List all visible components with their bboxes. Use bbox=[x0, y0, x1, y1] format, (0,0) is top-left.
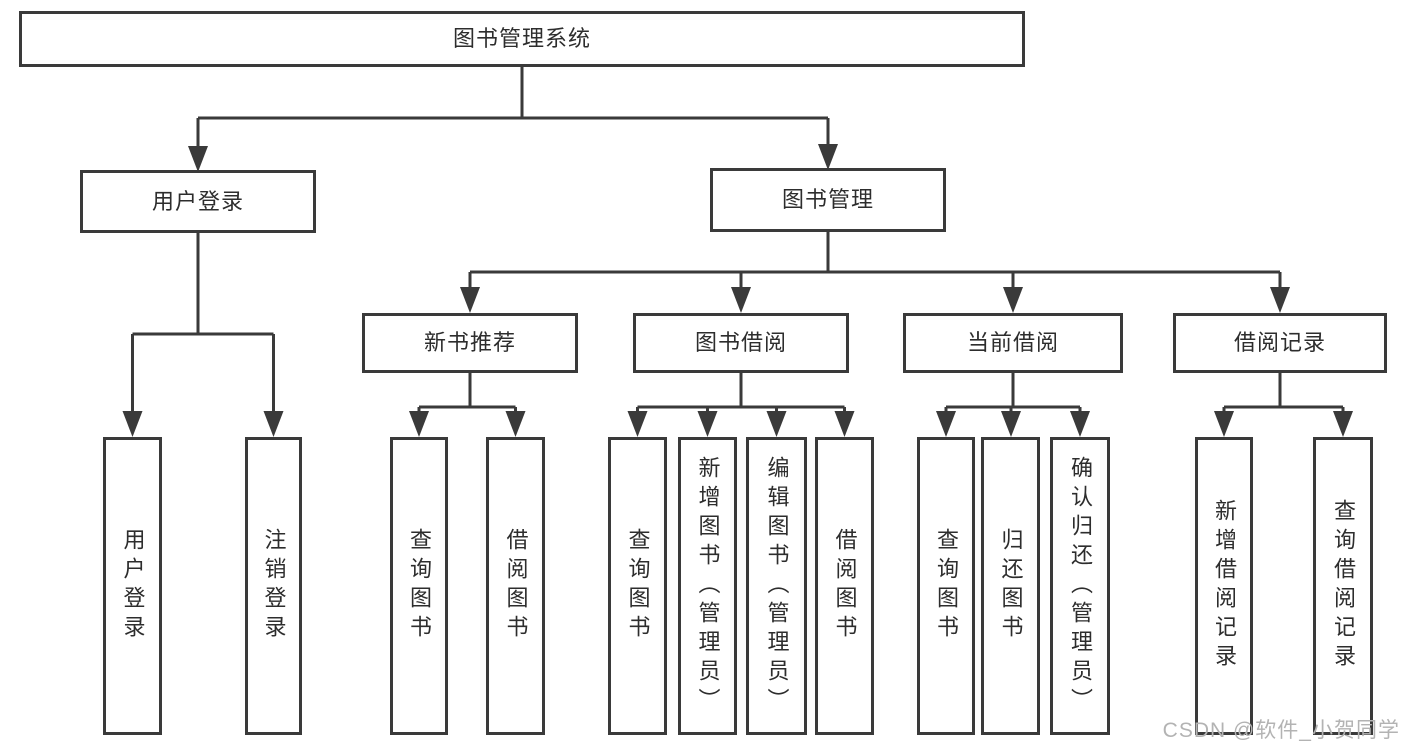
leaf-borrow-book-label: 借阅图书 bbox=[832, 528, 858, 644]
node-borrow-record-label: 借阅记录 bbox=[1233, 330, 1326, 355]
leaf-edit-book-admin-label: 编辑图书（管理员） bbox=[764, 455, 790, 717]
node-borrow-record: 借阅记录 bbox=[1173, 313, 1387, 373]
node-root-label: 图书管理系统 bbox=[452, 26, 591, 51]
leaf-recommend-query-book: 查询图书 bbox=[390, 437, 448, 735]
leaf-return-book: 归还图书 bbox=[981, 437, 1040, 735]
leaf-confirm-return-admin-label: 确认归还（管理员） bbox=[1068, 455, 1093, 717]
node-user-login: 用户登录 bbox=[80, 170, 316, 233]
node-book-management-label: 图书管理 bbox=[781, 187, 874, 212]
node-current-borrow: 当前借阅 bbox=[903, 313, 1123, 373]
node-new-book-recommend-label: 新书推荐 bbox=[423, 330, 516, 355]
leaf-recommend-query-book-label: 查询图书 bbox=[407, 528, 432, 644]
leaf-add-borrow-record: 新增借阅记录 bbox=[1195, 437, 1253, 735]
node-new-book-recommend: 新书推荐 bbox=[362, 313, 578, 373]
node-root-system: 图书管理系统 bbox=[19, 11, 1025, 67]
leaf-confirm-return-admin: 确认归还（管理员） bbox=[1050, 437, 1110, 735]
leaf-logout: 注销登录 bbox=[245, 437, 302, 735]
leaf-query-borrow-record: 查询借阅记录 bbox=[1313, 437, 1373, 735]
node-book-management: 图书管理 bbox=[710, 168, 946, 232]
leaf-add-book-admin-label: 新增图书（管理员） bbox=[695, 455, 721, 717]
leaf-return-book-label: 归还图书 bbox=[998, 528, 1024, 644]
leaf-add-book-admin: 新增图书（管理员） bbox=[678, 437, 737, 735]
node-current-borrow-label: 当前借阅 bbox=[966, 330, 1059, 355]
leaf-user-login: 用户登录 bbox=[103, 437, 162, 735]
leaf-borrow-query-book-label: 查询图书 bbox=[625, 528, 651, 644]
node-user-login-label: 用户登录 bbox=[151, 188, 244, 214]
node-book-borrow: 图书借阅 bbox=[633, 313, 849, 373]
leaf-current-query-book-label: 查询图书 bbox=[934, 528, 959, 644]
leaf-add-borrow-record-label: 新增借阅记录 bbox=[1212, 499, 1237, 673]
node-book-borrow-label: 图书借阅 bbox=[694, 330, 787, 355]
leaf-borrow-query-book: 查询图书 bbox=[608, 437, 667, 735]
leaf-user-login-label: 用户登录 bbox=[120, 528, 146, 644]
leaf-current-query-book: 查询图书 bbox=[917, 437, 975, 735]
leaf-logout-label: 注销登录 bbox=[261, 528, 287, 644]
leaf-borrow-book: 借阅图书 bbox=[815, 437, 874, 735]
csdn-watermark: CSDN @软件_小贺同学 bbox=[1162, 719, 1400, 742]
leaf-edit-book-admin: 编辑图书（管理员） bbox=[746, 437, 807, 735]
leaf-recommend-borrow-book-label: 借阅图书 bbox=[503, 528, 529, 644]
leaf-query-borrow-record-label: 查询借阅记录 bbox=[1331, 499, 1356, 673]
leaf-recommend-borrow-book: 借阅图书 bbox=[486, 437, 545, 735]
